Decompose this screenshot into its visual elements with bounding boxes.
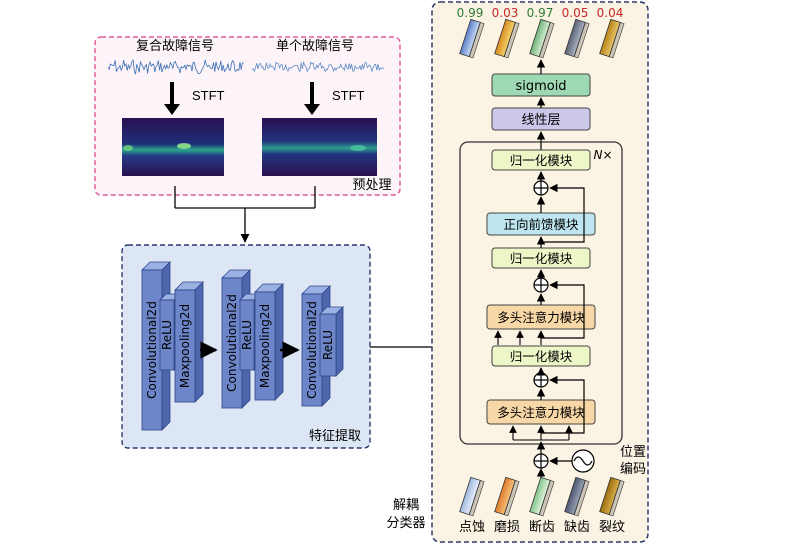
conv2d-layer-1-label: Convolutional2d bbox=[145, 301, 159, 399]
norm-low-label: 归一化模块 bbox=[510, 349, 573, 364]
score-4: 0.04 bbox=[597, 6, 624, 20]
input-prism-4 bbox=[599, 476, 625, 517]
stft-left-label: STFT bbox=[192, 88, 225, 103]
input-prism-1 bbox=[494, 476, 520, 517]
fault-label-2: 断齿 bbox=[529, 520, 555, 535]
pos-enc-label-line1: 位置 bbox=[620, 445, 646, 460]
maxpool-layer-2: Maxpooling2d bbox=[254, 283, 284, 401]
composite-signal-label: 复合故障信号 bbox=[136, 39, 214, 54]
classifier-caption-line1: 解耦 bbox=[393, 498, 419, 513]
repeat-count-label: N× bbox=[593, 148, 612, 162]
output-prism-4 bbox=[599, 18, 625, 59]
down-arrow-icon bbox=[304, 104, 320, 115]
maxpool-layer-1: Maxpooling2d bbox=[174, 281, 204, 403]
norm-block-low bbox=[491, 345, 591, 367]
fault-label-3: 缺齿 bbox=[564, 520, 590, 535]
composite-spectrogram bbox=[122, 118, 224, 176]
score-0: 0.99 bbox=[457, 6, 484, 20]
feedforward-label: 正向前馈模块 bbox=[503, 217, 579, 232]
relu-layer-3-label: ReLU bbox=[321, 330, 335, 360]
conv2d-layer-3-label: Convolutional2d bbox=[305, 301, 319, 399]
conv2d-layer-2-label: Convolutional2d bbox=[225, 294, 239, 392]
score-1: 0.03 bbox=[492, 6, 519, 20]
mha-top-label: 多头注意力模块 bbox=[497, 310, 585, 325]
mha-low-label: 多头注意力模块 bbox=[497, 405, 585, 420]
down-arrow-icon bbox=[164, 104, 180, 115]
single-signal-label: 单个故障信号 bbox=[276, 39, 354, 54]
score-2: 0.97 bbox=[527, 6, 554, 20]
norm-block-top bbox=[491, 149, 591, 171]
output-prism-2 bbox=[529, 18, 555, 59]
pos-enc-label-line2: 编码 bbox=[620, 462, 646, 477]
sigmoid-label: sigmoid bbox=[515, 79, 566, 94]
stft-right-label: STFT bbox=[332, 88, 365, 103]
composite-waveform bbox=[107, 59, 244, 75]
preprocess-to-feature-connector bbox=[174, 186, 316, 243]
input-prism-3 bbox=[564, 476, 590, 517]
output-prism-3 bbox=[564, 18, 590, 59]
score-3: 0.05 bbox=[562, 6, 589, 20]
relu-layer-3: ReLU bbox=[319, 306, 344, 377]
input-prism-2 bbox=[529, 476, 555, 517]
norm-top-label: 归一化模块 bbox=[510, 153, 573, 168]
classifier-caption-line2: 分类器 bbox=[386, 516, 425, 531]
preprocess-panel: 复合故障信号 单个故障信号 STFT STFT 预处理 bbox=[94, 36, 401, 196]
single-waveform bbox=[251, 60, 385, 73]
relu-layer-2-label: ReLU bbox=[240, 320, 254, 350]
fault-label-4: 裂纹 bbox=[599, 520, 625, 535]
output-prism-0 bbox=[459, 18, 485, 59]
relu-layer-1-label: ReLU bbox=[160, 320, 174, 350]
fault-label-1: 磨损 bbox=[494, 520, 520, 535]
norm-mid-label: 归一化模块 bbox=[510, 251, 573, 266]
maxpool-layer-1-label: Maxpooling2d bbox=[178, 304, 192, 388]
output-prism-1 bbox=[494, 18, 520, 59]
fault-label-0: 点蚀 bbox=[459, 520, 485, 535]
input-prism-0 bbox=[459, 476, 485, 517]
feature-caption: 特征提取 bbox=[309, 428, 361, 444]
linear-layer-label: 线性层 bbox=[521, 113, 560, 128]
preprocess-caption: 预处理 bbox=[352, 178, 391, 193]
maxpool-layer-2-label: Maxpooling2d bbox=[258, 304, 272, 388]
